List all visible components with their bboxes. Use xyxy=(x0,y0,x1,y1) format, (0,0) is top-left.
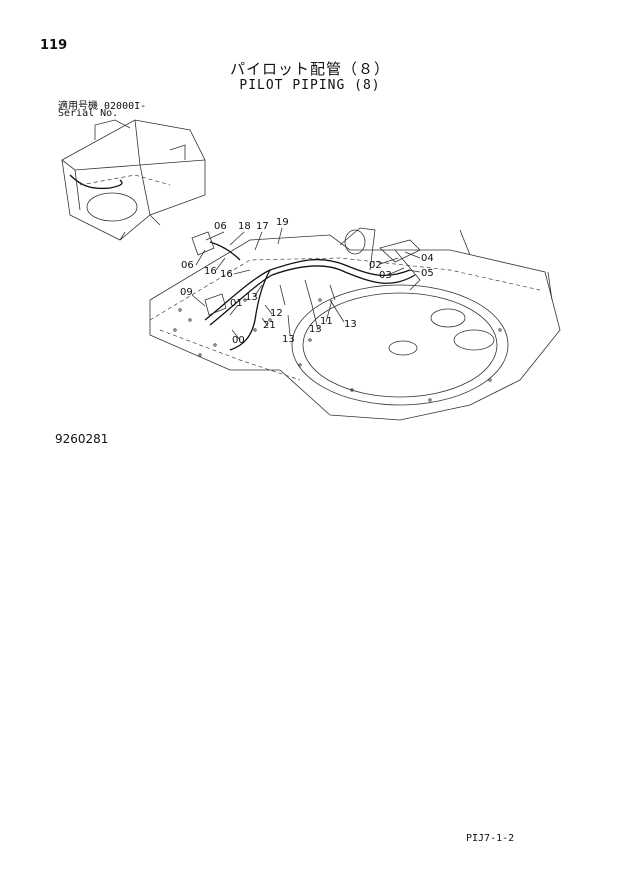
callout-06-lower: 06 xyxy=(181,260,194,271)
main-floor-drawing xyxy=(149,227,561,421)
callout-labels: 06 18 17 19 06 16 16 09 01 13 12 21 00 1… xyxy=(180,217,434,346)
callout-05: 05 xyxy=(421,268,434,279)
callout-12: 12 xyxy=(270,308,283,319)
page-title-english: PILOT PIPING (8) xyxy=(239,78,381,93)
callout-18: 18 xyxy=(238,221,251,232)
callout-19: 19 xyxy=(276,217,289,228)
callout-16-left: 16 xyxy=(204,266,217,277)
footer-code: PIJ7-1-2 xyxy=(466,833,515,844)
callout-13-middle: 13 xyxy=(309,324,322,335)
callout-04: 04 xyxy=(421,253,434,264)
callout-17: 17 xyxy=(256,221,269,232)
page-number: 119 xyxy=(40,38,68,53)
leader-lines xyxy=(191,227,421,341)
callout-13-bottom: 13 xyxy=(282,334,295,345)
callout-06-upper: 06 xyxy=(214,221,227,232)
callout-21: 21 xyxy=(263,320,276,331)
callout-11: 11 xyxy=(320,316,333,327)
callout-01: 01 xyxy=(230,298,243,309)
serial-label-japanese: 適用号機 02000I- xyxy=(58,101,147,112)
callout-09: 09 xyxy=(180,287,193,298)
callout-13-right: 13 xyxy=(344,319,357,330)
page-title-japanese: パイロット配管（８） xyxy=(229,60,390,78)
drawing-number: 9260281 xyxy=(55,432,109,446)
callout-00: 00 xyxy=(232,335,245,346)
inset-cab-drawing xyxy=(61,119,206,241)
callout-13-upper-left: 13 xyxy=(245,292,258,303)
callout-16-right: 16 xyxy=(220,269,233,280)
callout-02: 02 xyxy=(369,260,382,271)
serial-label-english: Serial No. xyxy=(58,108,119,119)
callout-03: 03 xyxy=(379,270,392,281)
